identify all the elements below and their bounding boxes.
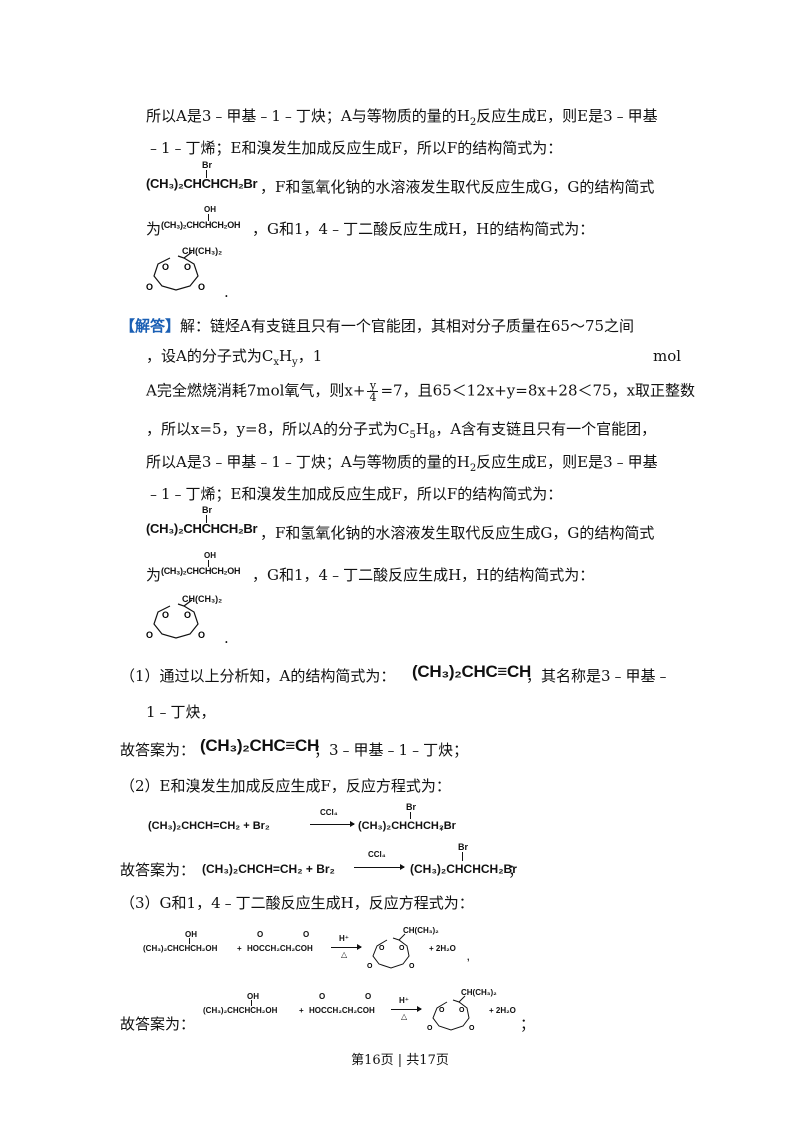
svg-text:O: O (162, 610, 169, 620)
text-line: 1﹣丁炔， (146, 703, 216, 721)
a-structure: (CH₃)₂CHC≡CH (200, 736, 319, 755)
text-line: 故答案为： (120, 1015, 196, 1033)
text-line: 为 (146, 566, 162, 584)
svg-text:O: O (162, 262, 169, 272)
text-line: ，所以x=5，y=8，所以A的分子式为C5H8，A含有支链且只有一个官能团， (146, 420, 657, 441)
text-line: ，G和1，4﹣丁二酸反应生成H，H的结构简式为： (252, 220, 595, 238)
svg-text:O: O (146, 282, 153, 292)
text-line: 所以A是3﹣甲基﹣1﹣丁炔；A与等物质的量的H2反应生成E，则E是3﹣甲基 (146, 107, 658, 128)
svg-text:O: O (439, 1007, 445, 1014)
svg-text:O: O (184, 610, 191, 620)
text-line: 故答案为： (120, 861, 196, 879)
text-line: ﹣1﹣丁烯；E和溴发生加成反应生成F，所以F的结构简式为： (146, 139, 563, 157)
svg-text:O: O (184, 262, 191, 272)
svg-text:O: O (146, 630, 153, 640)
text-line: （3）G和1，4﹣丁二酸反应生成H，反应方程式为： (120, 894, 474, 912)
text-line: （2）E和溴发生加成反应生成F，反应方程式为： (120, 777, 451, 795)
svg-text:O: O (427, 1025, 433, 1032)
svg-text:O: O (409, 963, 415, 970)
text-line: ﹣1﹣丁烯；E和溴发生加成反应生成F，所以F的结构简式为： (146, 485, 563, 503)
h-ring-structure: O O O O CH(CH₃)₂ (146, 594, 223, 640)
page-footer: 第16页 | 共17页 (351, 1053, 449, 1068)
esterification-equation: OH (CH₃)₂CHCHCH₂OH + O O HOCCH₂CH₂COH H⁺… (143, 926, 470, 970)
text-line: ，G和1，4﹣丁二酸反应生成H，H的结构简式为： (252, 566, 595, 584)
text-line: ； (508, 861, 524, 879)
text-line: ； (520, 1015, 536, 1033)
svg-text:O: O (459, 1007, 465, 1014)
text-line: ，设A的分子式为CxHy，1 (146, 347, 323, 368)
text-line: ，F和氢氧化钠的水溶液发生取代反应生成G，G的结构简式 (260, 524, 655, 542)
text-line: （1）通过以上分析知，A的结构简式为： (120, 667, 396, 685)
text-line: . (224, 283, 229, 301)
bromination-equation: (CH₃)₂CHCH=CH₂ + Br₂ CCl₄ Br (CH₃)₂CHCHC… (148, 802, 456, 832)
text-line: mol (653, 347, 682, 365)
bromination-equation: (CH₃)₂CHCH=CH₂ + Br₂ CCl₄ Br (CH₃)₂CHCHC… (202, 842, 517, 876)
h-ring-structure: O O O O CH(CH₃)₂ (146, 246, 223, 292)
text-line: 所以A是3﹣甲基﹣1﹣丁炔；A与等物质的量的H2反应生成E，则E是3﹣甲基 (146, 453, 658, 474)
text-line: 【解答】解：链烃A有支链且只有一个官能团，其相对分子质量在65～75之间 (120, 317, 635, 335)
answer-label: 【解答】 (120, 317, 181, 335)
text-line: ，其名称是3﹣甲基﹣ (526, 667, 671, 685)
svg-text:O: O (469, 1025, 475, 1032)
text-line: ，F和氢氧化钠的水溶液发生取代反应生成G，G的结构简式 (260, 178, 655, 196)
svg-text:O: O (198, 630, 205, 640)
a-structure: (CH₃)₂CHC≡CH (412, 662, 531, 681)
svg-text:O: O (399, 945, 405, 952)
svg-text:O: O (198, 282, 205, 292)
text-line: 故答案为： (120, 741, 196, 759)
svg-text:O: O (379, 945, 385, 952)
text-line: . (224, 629, 229, 647)
text-line: 为 (146, 220, 162, 238)
svg-text:O: O (367, 963, 373, 970)
esterification-equation: OH (CH₃)₂CHCHCH₂OH + O O HOCCH₂CH₂COH H⁺… (203, 988, 516, 1032)
text-line: ；3﹣甲基﹣1﹣丁炔； (314, 741, 469, 759)
